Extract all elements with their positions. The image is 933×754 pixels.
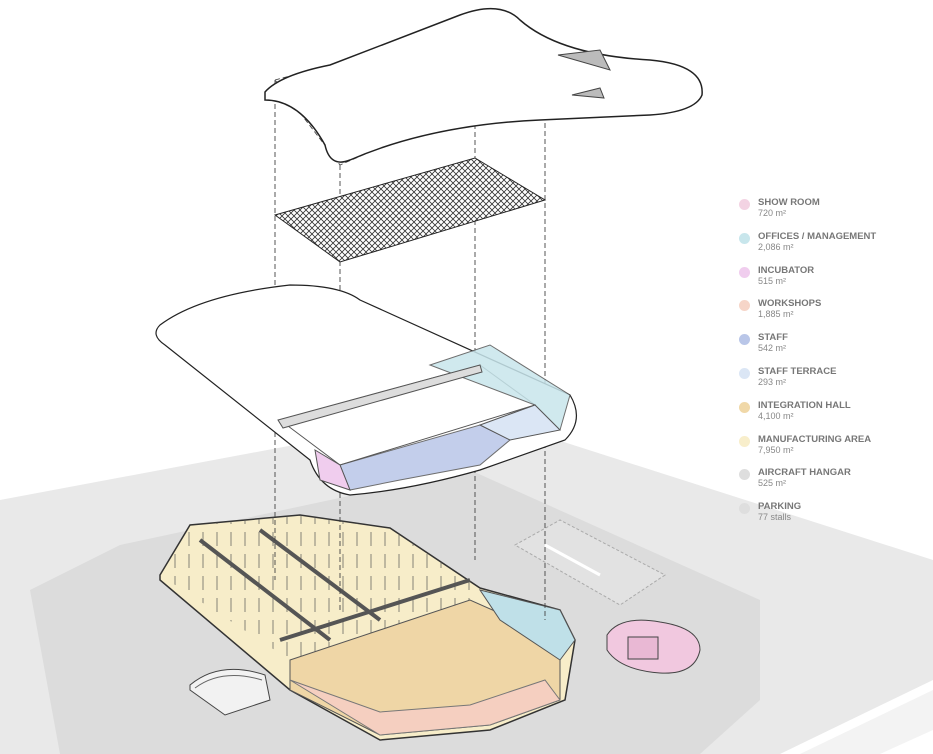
- legend-swatch: [739, 503, 750, 515]
- aircraft-hangar: [189, 668, 271, 716]
- legend-swatch: [739, 367, 750, 379]
- legend-label: STAFF: [758, 332, 788, 344]
- legend-item: OFFICES / MANAGEMENT 2,086 m²: [739, 231, 929, 265]
- legend-label: PARKING: [758, 501, 802, 513]
- legend-item: PARKING 77 stalls: [739, 501, 929, 535]
- legend-swatch: [739, 300, 750, 312]
- roof-structure-grid: [273, 157, 547, 263]
- legend-item: SHOW ROOM 720 m²: [739, 197, 929, 231]
- legend-item: STAFF TERRACE 293 m²: [739, 366, 929, 400]
- legend-item: AIRCRAFT HANGAR 525 m²: [739, 467, 929, 501]
- legend-item: INTEGRATION HALL 4,100 m²: [739, 400, 929, 434]
- legend-swatch: [739, 401, 750, 413]
- legend-label: OFFICES / MANAGEMENT: [758, 230, 877, 242]
- legend-item: STAFF 542 m²: [739, 332, 929, 366]
- legend-item: WORKSHOPS 1,885 m²: [739, 298, 929, 332]
- legend-area: 542 m²: [758, 343, 787, 354]
- legend-swatch: [739, 266, 750, 278]
- legend-area: 4,100 m²: [758, 410, 794, 421]
- legend-label: MANUFACTURING AREA: [758, 433, 872, 445]
- legend-label: INCUBATOR: [758, 264, 815, 276]
- legend-label: STAFF TERRACE: [758, 365, 837, 377]
- legend-label: INTEGRATION HALL: [758, 399, 851, 411]
- legend-item: INCUBATOR 515 m²: [739, 265, 929, 299]
- legend-area: 1,885 m²: [758, 309, 794, 320]
- legend-swatch: [739, 334, 750, 346]
- legend-area: 293 m²: [758, 376, 787, 387]
- road: [800, 690, 933, 754]
- legend: SHOW ROOM 720 m² OFFICES / MANAGEMENT 2,…: [739, 197, 929, 535]
- legend-label: AIRCRAFT HANGAR: [758, 467, 851, 479]
- legend-swatch: [739, 435, 750, 447]
- ground-floor: [159, 514, 576, 741]
- legend-item: MANUFACTURING AREA 7,950 m²: [739, 434, 929, 468]
- legend-swatch: [739, 199, 750, 210]
- legend-area: 525 m²: [758, 478, 787, 489]
- legend-area: 720 m²: [758, 208, 787, 218]
- legend-label: SHOW ROOM: [758, 197, 820, 208]
- legend-label: WORKSHOPS: [758, 298, 822, 310]
- legend-area: 7,950 m²: [758, 444, 794, 455]
- legend-swatch: [739, 469, 750, 481]
- upper-floor: [155, 284, 577, 496]
- parking-lot: [513, 519, 666, 606]
- legend-swatch: [739, 232, 750, 244]
- roof: [264, 7, 703, 163]
- legend-area: 2,086 m²: [758, 241, 794, 252]
- show-room-pavilion: [606, 619, 701, 674]
- legend-area: 515 m²: [758, 275, 787, 286]
- legend-area: 77 stalls: [758, 512, 792, 523]
